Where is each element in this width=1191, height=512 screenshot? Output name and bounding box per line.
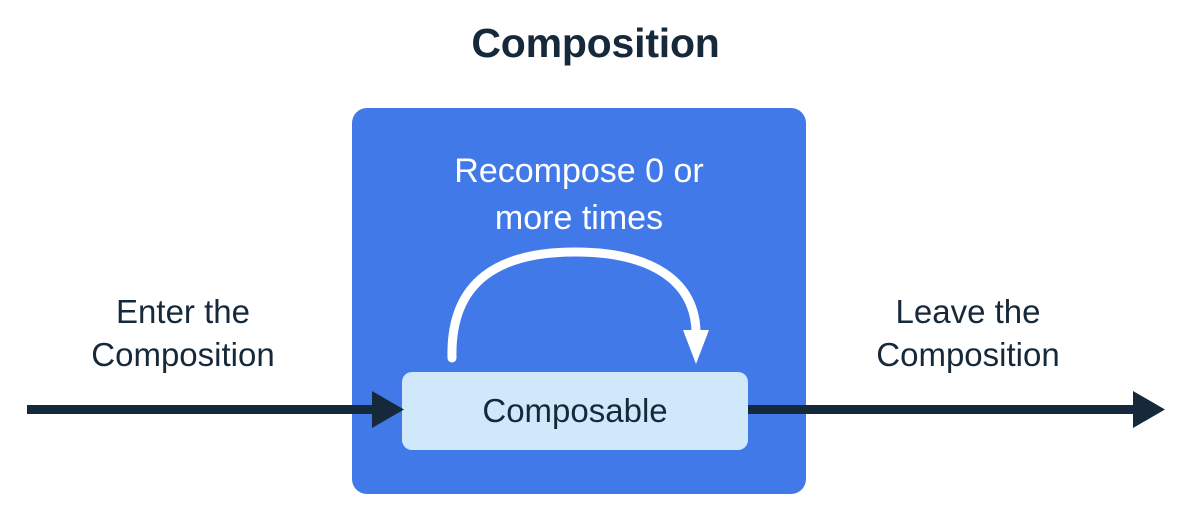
recompose-loop-arrow-icon	[447, 247, 709, 364]
leave-flow-arrow-icon	[748, 391, 1165, 428]
enter-composition-label: Enter the Composition	[33, 290, 333, 376]
enter-composition-label-line1: Enter the	[116, 293, 250, 330]
composable-box: Composable	[402, 372, 748, 450]
recompose-caption-line2: more times	[494, 199, 664, 237]
recompose-caption: Recompose 0 or more times	[352, 148, 806, 242]
leave-composition-label: Leave the Composition	[818, 290, 1118, 376]
composable-label: Composable	[482, 392, 668, 429]
recompose-caption-line1: Recompose 0 or	[454, 152, 704, 190]
leave-composition-label-line2: Composition	[876, 336, 1060, 373]
page-title: Composition	[471, 20, 720, 66]
enter-flow-arrow-icon	[27, 391, 404, 428]
enter-composition-label-line2: Composition	[91, 336, 275, 373]
leave-composition-label-line1: Leave the	[895, 293, 1041, 330]
